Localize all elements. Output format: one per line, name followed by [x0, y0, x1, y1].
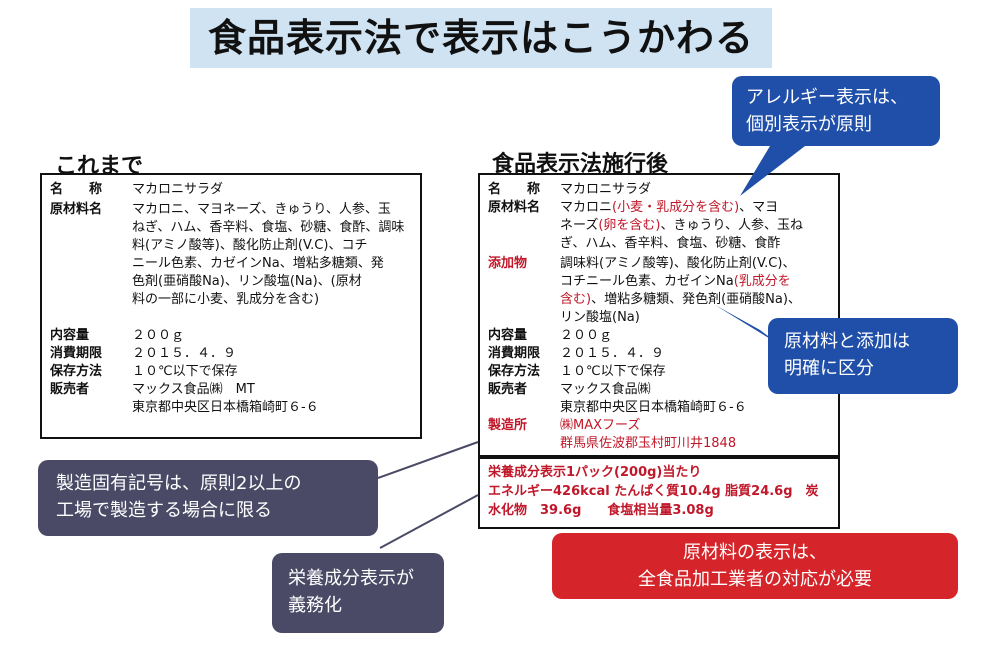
row-value: マックス食品㈱ MT: [132, 382, 255, 397]
row-label: 内容量: [50, 328, 90, 343]
callout-line: 栄養成分表示が: [288, 568, 414, 589]
row-value: ２０１５．４．９: [132, 346, 237, 361]
row-value: マックス食品㈱: [560, 382, 651, 397]
row-value: 東京都中央区日本橋箱崎町６-６: [560, 400, 747, 415]
ingredients-line: ネーズ(卵を含む)、きゅうり、人参、玉ね: [560, 218, 803, 233]
row-value: ニール色素、カゼインNa、増粘多糖類、発: [132, 256, 384, 271]
additives-line: 調味料(アミノ酸等)、酸化防止剤(V.C)、: [560, 256, 796, 271]
callout-line: 義務化: [288, 595, 342, 616]
page-title: 食品表示法で表示はこうかわる: [190, 8, 772, 68]
row-value: １０℃以下で保存: [132, 364, 238, 379]
nutrition-callout: 栄養成分表示が 義務化: [272, 553, 444, 633]
row-label: 名 称: [488, 182, 541, 197]
row-value: ２００ｇ: [132, 328, 185, 343]
row-label: 内容量: [488, 328, 528, 343]
after-label-box: 名 称 マカロニサラダ 原材料名 マカロニ(小麦・乳成分を含む)、マヨ ネーズ(…: [478, 173, 840, 457]
before-label-box: 名 称 マカロニサラダ 原材料名 マカロニ、マヨネーズ、きゅうり、人参、玉 ねぎ…: [40, 173, 422, 439]
row-value: マカロニサラダ: [560, 182, 652, 197]
row-value: 色剤(亜硝酸Na)、リン酸塩(Na)、(原材: [132, 274, 362, 289]
additive-callout: 原材料と添加は 明確に区分: [768, 318, 958, 394]
additives-line: リン酸塩(Na): [560, 310, 640, 325]
callout-line: アレルギー表示は、: [746, 87, 908, 108]
row-value: 料の一部に小麦、乳成分を含む): [132, 292, 320, 307]
row-value: 東京都中央区日本橋箱崎町６-６: [132, 400, 319, 415]
callout-line: 全食品加工業者の対応が必要: [638, 569, 872, 590]
row-label: 消費期限: [50, 346, 103, 361]
factory-code-pointer: [377, 441, 479, 479]
additives-line: 含む)、増粘多糖類、発色剤(亜硝酸Na)、: [560, 292, 801, 307]
row-value: マカロニ、マヨネーズ、きゅうり、人参、玉: [132, 202, 391, 217]
row-label: 保存方法: [488, 364, 541, 379]
nutrition-line: エネルギー426kcal たんぱく質10.4g 脂質24.6g 炭: [488, 484, 819, 499]
row-label: 保存方法: [50, 364, 103, 379]
callout-line: 明確に区分: [784, 358, 874, 379]
row-value: マカロニサラダ: [132, 182, 224, 197]
callout-line: 製造固有記号は、原則2以上の: [56, 473, 302, 494]
row-value: ２０１５．４．９: [560, 346, 665, 361]
nutrition-line: 栄養成分表示1パック(200g)当たり: [488, 465, 702, 480]
row-label: 原材料名: [488, 200, 541, 215]
row-label: 原材料名: [50, 202, 103, 217]
callout-line: 個別表示が原則: [746, 114, 872, 135]
factory-label: 製造所: [488, 418, 528, 433]
row-value: 料(アミノ酸等)、酸化防止剤(V.C)、コチ: [132, 238, 368, 253]
allergy-callout: アレルギー表示は、 個別表示が原則: [732, 76, 940, 146]
row-label: 名 称: [50, 182, 103, 197]
nutrition-line: 水化物 39.6g 食塩相当量3.08g: [488, 503, 714, 518]
callout-line: 原材料の表示は、: [683, 542, 827, 563]
factory-address: 群馬県佐波郡玉村町川井1848: [560, 436, 737, 451]
callout-line: 原材料と添加は: [784, 331, 910, 352]
allergy-pointer: [740, 146, 805, 196]
additives-line: コチニール色素、カゼインNa(乳成分を: [560, 274, 791, 289]
row-value: ２００ｇ: [560, 328, 613, 343]
factory-value: ㈱MAXフーズ: [560, 418, 641, 433]
row-label: 販売者: [488, 382, 528, 397]
additive-pointer: [715, 305, 780, 345]
row-value: ねぎ、ハム、香辛料、食塩、砂糖、食酢、調味: [132, 220, 405, 235]
factory-code-callout: 製造固有記号は、原則2以上の 工場で製造する場合に限る: [38, 460, 378, 536]
after-heading: 食品表示法施行後: [492, 152, 669, 177]
ingredients-line: ぎ、ハム、香辛料、食塩、砂糖、食酢: [560, 236, 781, 251]
row-value: １０℃以下で保存: [560, 364, 666, 379]
ingredients-callout: 原材料の表示は、 全食品加工業者の対応が必要: [552, 533, 958, 599]
callout-line: 工場で製造する場合に限る: [56, 500, 272, 521]
nutrition-pointer: [379, 494, 479, 549]
row-label: 販売者: [50, 382, 90, 397]
nutrition-box: 栄養成分表示1パック(200g)当たり エネルギー426kcal たんぱく質10…: [478, 457, 840, 529]
row-label: 消費期限: [488, 346, 541, 361]
ingredients-line: マカロニ(小麦・乳成分を含む)、マヨ: [560, 200, 779, 215]
additives-label: 添加物: [488, 256, 528, 271]
